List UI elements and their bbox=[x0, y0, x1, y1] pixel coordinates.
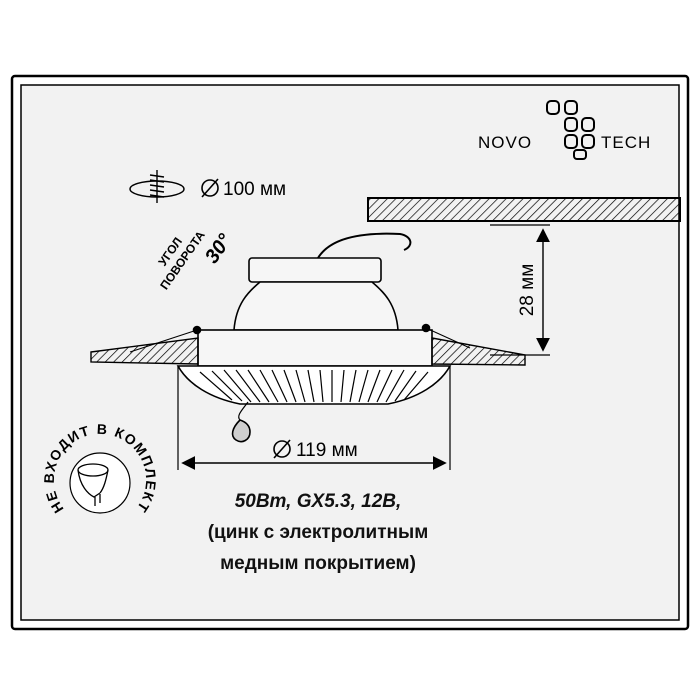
width-label: 119 мм bbox=[296, 440, 358, 461]
brand-logo: NOVO TECH bbox=[478, 100, 651, 160]
brand-mark-icon bbox=[546, 100, 595, 160]
brand-right: TECH bbox=[601, 133, 651, 152]
ceiling-slab bbox=[367, 197, 681, 222]
spec-line3: медным покрытием) bbox=[220, 553, 416, 574]
diameter-icon bbox=[273, 439, 291, 459]
spec-line1: 50Вт, GX5.3, 12В, bbox=[235, 491, 402, 512]
cutout-label: 100 мм bbox=[223, 179, 286, 200]
specs: 50Вт, GX5.3, 12В, (цинк с электролитным … bbox=[208, 491, 429, 574]
ceiling-cutout-icon bbox=[129, 170, 185, 203]
mr16-lamp-icon bbox=[77, 463, 109, 506]
diameter-icon bbox=[201, 178, 219, 198]
height-label: 28 мм bbox=[517, 264, 538, 317]
height-dimension: 28 мм bbox=[490, 224, 550, 356]
width-dimension: 119 мм bbox=[177, 366, 451, 470]
fixture-drawing bbox=[90, 232, 526, 443]
spec-line2: (цинк с электролитным bbox=[208, 522, 429, 543]
lamp-badge bbox=[69, 452, 131, 514]
cutout-diameter: 100 мм bbox=[129, 170, 286, 203]
brand-left: NOVO bbox=[478, 133, 532, 152]
